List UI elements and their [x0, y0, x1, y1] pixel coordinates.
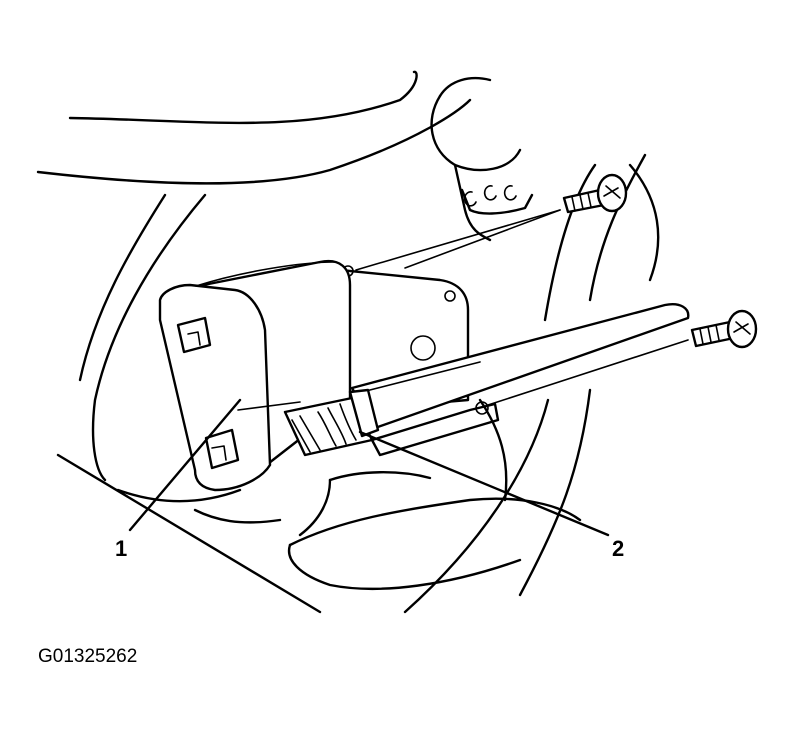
- module-clip-lower: [204, 428, 240, 470]
- electrical-connector: [283, 388, 380, 457]
- screw-alignment-lines: [355, 209, 689, 406]
- callout-2-leader: [358, 430, 610, 537]
- callout-1-label: 1: [115, 536, 127, 561]
- control-module: [158, 259, 352, 492]
- clip-marks: [460, 185, 534, 215]
- upper-screw: [562, 173, 628, 214]
- bracket-hole: [410, 335, 436, 361]
- callout-1-leader: [128, 398, 242, 532]
- lower-screw: [690, 309, 758, 349]
- vehicle-structure-outline: [36, 70, 660, 614]
- figure-id: G01325262: [38, 646, 137, 667]
- callout-2-label: 2: [612, 536, 624, 561]
- bracket-corner-hole: [444, 290, 456, 302]
- module-clip-upper: [176, 316, 212, 354]
- harness-rod: [350, 303, 690, 430]
